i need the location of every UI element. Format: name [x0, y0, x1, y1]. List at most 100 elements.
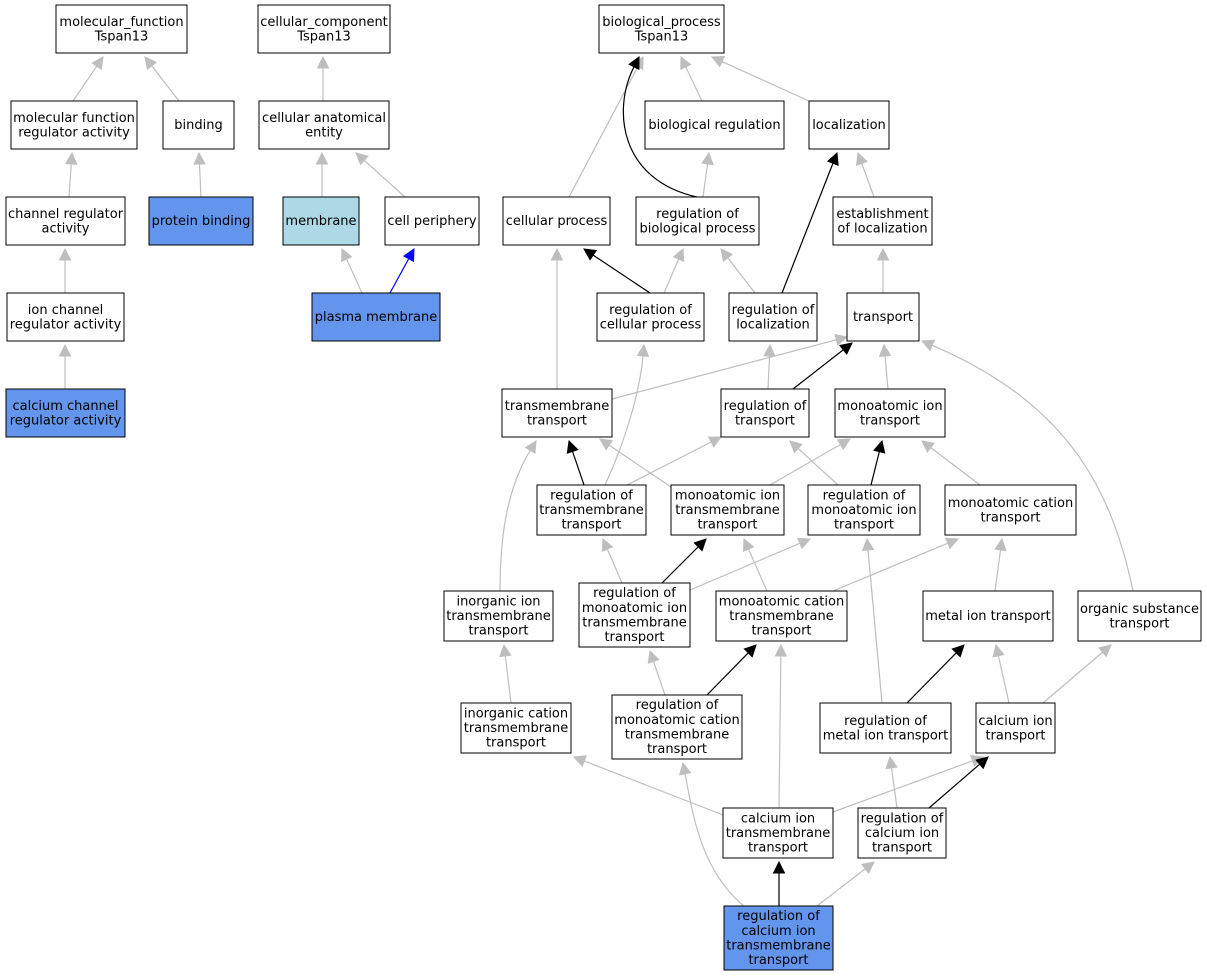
node-label-line: transmembrane	[726, 938, 831, 953]
edge-line	[781, 163, 834, 294]
node-cellular-process[interactable]: cellular process	[502, 196, 611, 246]
node-localization[interactable]: localization	[808, 100, 890, 150]
node-protein-binding[interactable]: protein binding	[148, 196, 254, 246]
arrowhead	[58, 247, 72, 261]
node-label-line: cellular_component	[260, 15, 388, 30]
node-box	[715, 590, 848, 642]
node-label-line: molecular_function	[59, 15, 183, 30]
node-box	[635, 196, 760, 246]
edge-regulation-of-monoatomic-ion-transport-to-regulation-of-transport	[789, 440, 839, 486]
node-label-line: transport	[853, 310, 913, 325]
node-metal-ion-transport[interactable]: metal ion transport	[922, 590, 1054, 642]
arrowhead	[680, 55, 692, 71]
arrowhead	[834, 333, 849, 347]
edge-monoatomic-ion-transmembrane-transport-to-transmembrane-transport	[599, 438, 672, 488]
edge-line	[767, 355, 771, 390]
node-membrane[interactable]: membrane	[282, 196, 360, 246]
node-label-line: calcium ion	[741, 924, 815, 939]
edge-regulation-of-monoatomic-ion-transport-to-monoatomic-ion-transport	[870, 439, 886, 486]
node-label-line: biological process	[639, 221, 755, 236]
node-binding[interactable]: binding	[162, 100, 235, 150]
node-box	[922, 590, 1054, 642]
arrowhead	[316, 55, 330, 69]
arrowhead	[599, 438, 614, 451]
node-label-line: transport	[468, 624, 528, 639]
edge-regulation-of-calcium-ion-transmembrane-transport-to-regulation-of-monoatomic-cation-transmembrane-transport	[678, 761, 745, 907]
node-box	[384, 196, 480, 246]
node-label-line: binding	[174, 118, 222, 133]
edge-cellular-process-to-biological-process	[568, 56, 644, 198]
edge-line	[727, 257, 756, 294]
edge-line	[890, 767, 898, 809]
node-box	[148, 196, 254, 246]
edge-calcium-ion-transport-to-organic-substance-transport	[1042, 644, 1112, 704]
edge-channel-regulator-activity-to-molecular-function-regulator-activity	[64, 151, 78, 198]
arrowhead	[550, 247, 564, 261]
node-label-line: transmembrane	[446, 609, 551, 624]
arrowhead	[524, 440, 537, 455]
node-label-line: transport	[860, 413, 920, 428]
node-cell-periphery[interactable]: cell periphery	[384, 196, 480, 246]
node-biological-regulation[interactable]: biological regulation	[644, 100, 785, 150]
node-plasma-membrane[interactable]: plasma membrane	[311, 292, 441, 342]
arrowhead	[742, 537, 755, 553]
node-box	[644, 100, 785, 150]
arrowhead	[647, 649, 660, 664]
arrowhead	[876, 247, 890, 261]
edge-calcium-ion-transmembrane-transport-to-inorganic-cation-transmembrane-transport	[572, 755, 724, 816]
edge-regulation-of-monoatomic-ion-transmembrane-transport-to-regulation-of-monoatomic-ion-transport	[689, 537, 812, 591]
node-transport[interactable]: transport	[846, 292, 920, 342]
edge-monoatomic-cation-transmembrane-transport-to-monoatomic-cation-transport	[832, 537, 960, 592]
edge-line	[622, 66, 698, 198]
edge-line	[68, 163, 72, 198]
edge-regulation-of-calcium-ion-transport-to-calcium-ion-transport	[928, 756, 989, 809]
node-label-line: regulation of	[737, 909, 820, 924]
edge-line	[604, 355, 644, 486]
arrowhead	[861, 861, 875, 875]
arrowhead	[341, 247, 353, 263]
arrowhead	[601, 537, 614, 553]
node-box	[819, 702, 952, 754]
arrowhead	[701, 151, 714, 166]
arrowhead	[772, 860, 786, 874]
arrowhead	[678, 761, 692, 776]
edge-line	[906, 652, 957, 704]
node-label-line: localization	[736, 317, 810, 332]
node-label-line: Tspan13	[94, 29, 149, 44]
edge-line	[832, 542, 949, 592]
edge-line	[928, 763, 981, 809]
edge-line	[198, 163, 202, 198]
node-label-line: protein binding	[152, 214, 251, 229]
